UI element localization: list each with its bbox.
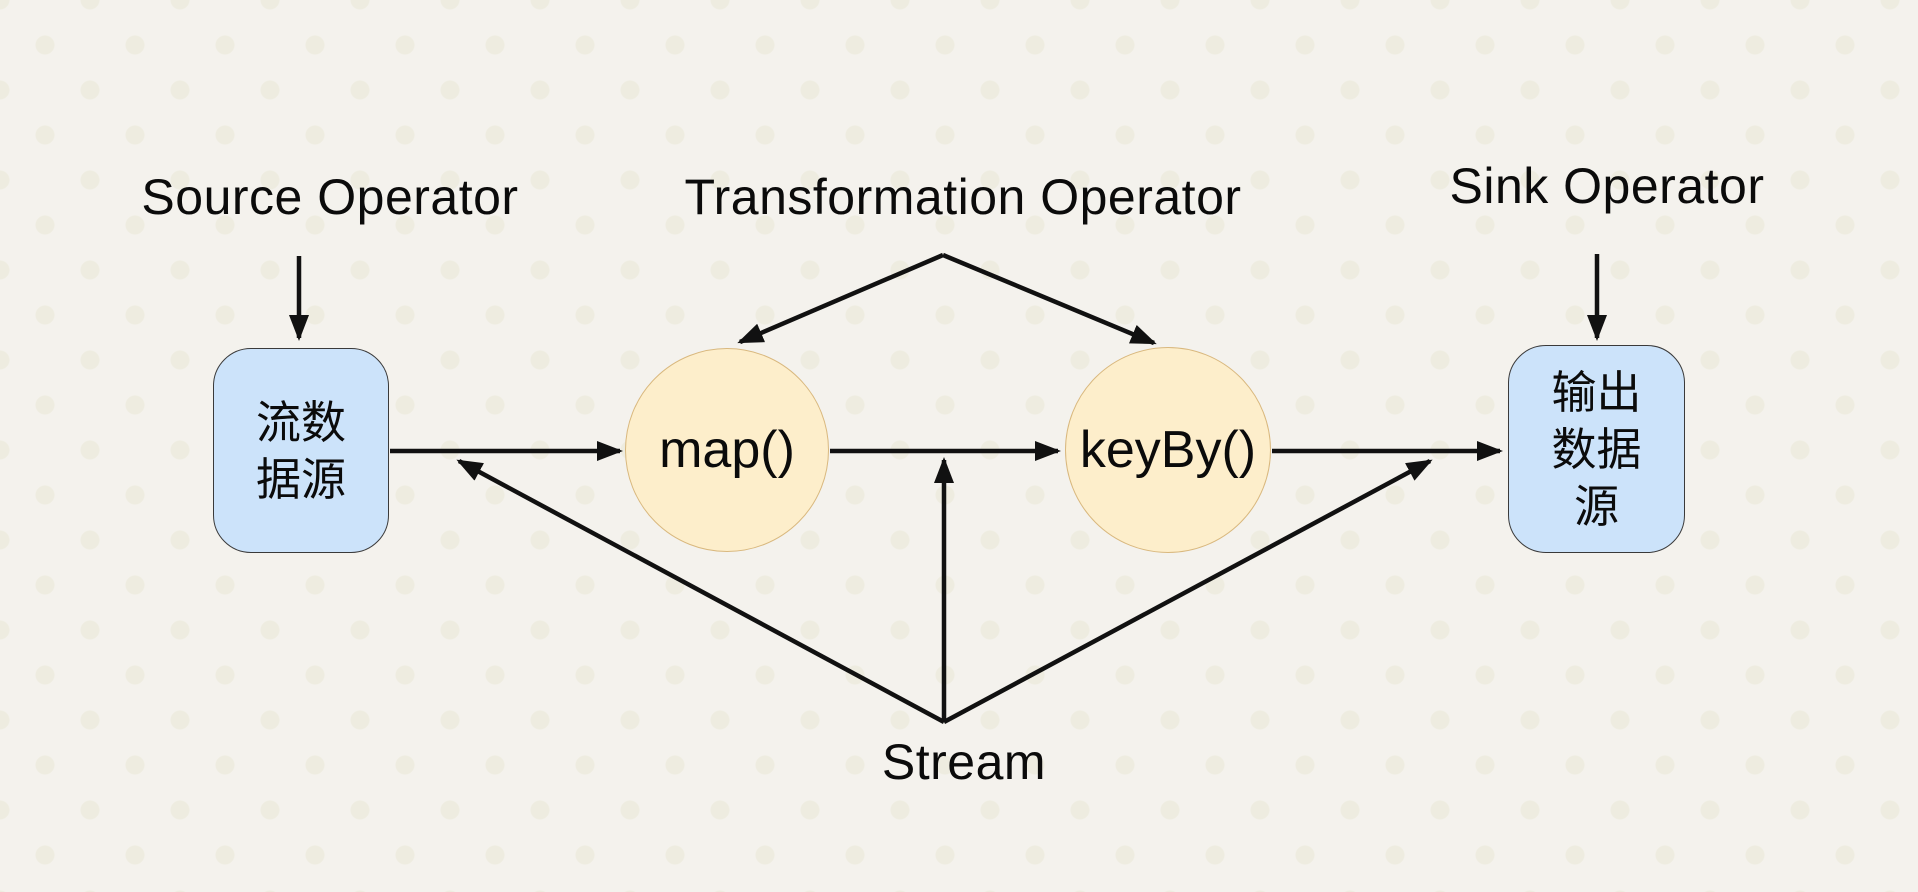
map-operator-label: map() [659, 421, 795, 479]
source-node-text-line1: 流数 [255, 396, 346, 448]
sink-node-text-line1: 输出 [1551, 366, 1642, 418]
sink-node-text-line2: 数据 [1551, 423, 1642, 475]
sink-node-text-line3: 源 [1573, 480, 1619, 532]
keyby-operator-node: keyBy() [1065, 347, 1271, 553]
sink-operator-label: Sink Operator [1449, 158, 1765, 214]
source-node: 流数 据源 [213, 348, 389, 553]
map-operator-node: map() [625, 348, 829, 552]
edge-transformation-label-to-keyby [942, 252, 1157, 346]
source-operator-label: Source Operator [141, 169, 519, 225]
keyby-operator-label: keyBy() [1079, 421, 1257, 479]
source-node-text-line2: 据源 [255, 453, 346, 505]
sink-node: 输出 数据 源 [1508, 345, 1685, 553]
edge-transformation-label-to-map [737, 252, 944, 345]
transformation-operator-label: Transformation Operator [684, 169, 1242, 225]
stream-label: Stream [881, 734, 1047, 790]
